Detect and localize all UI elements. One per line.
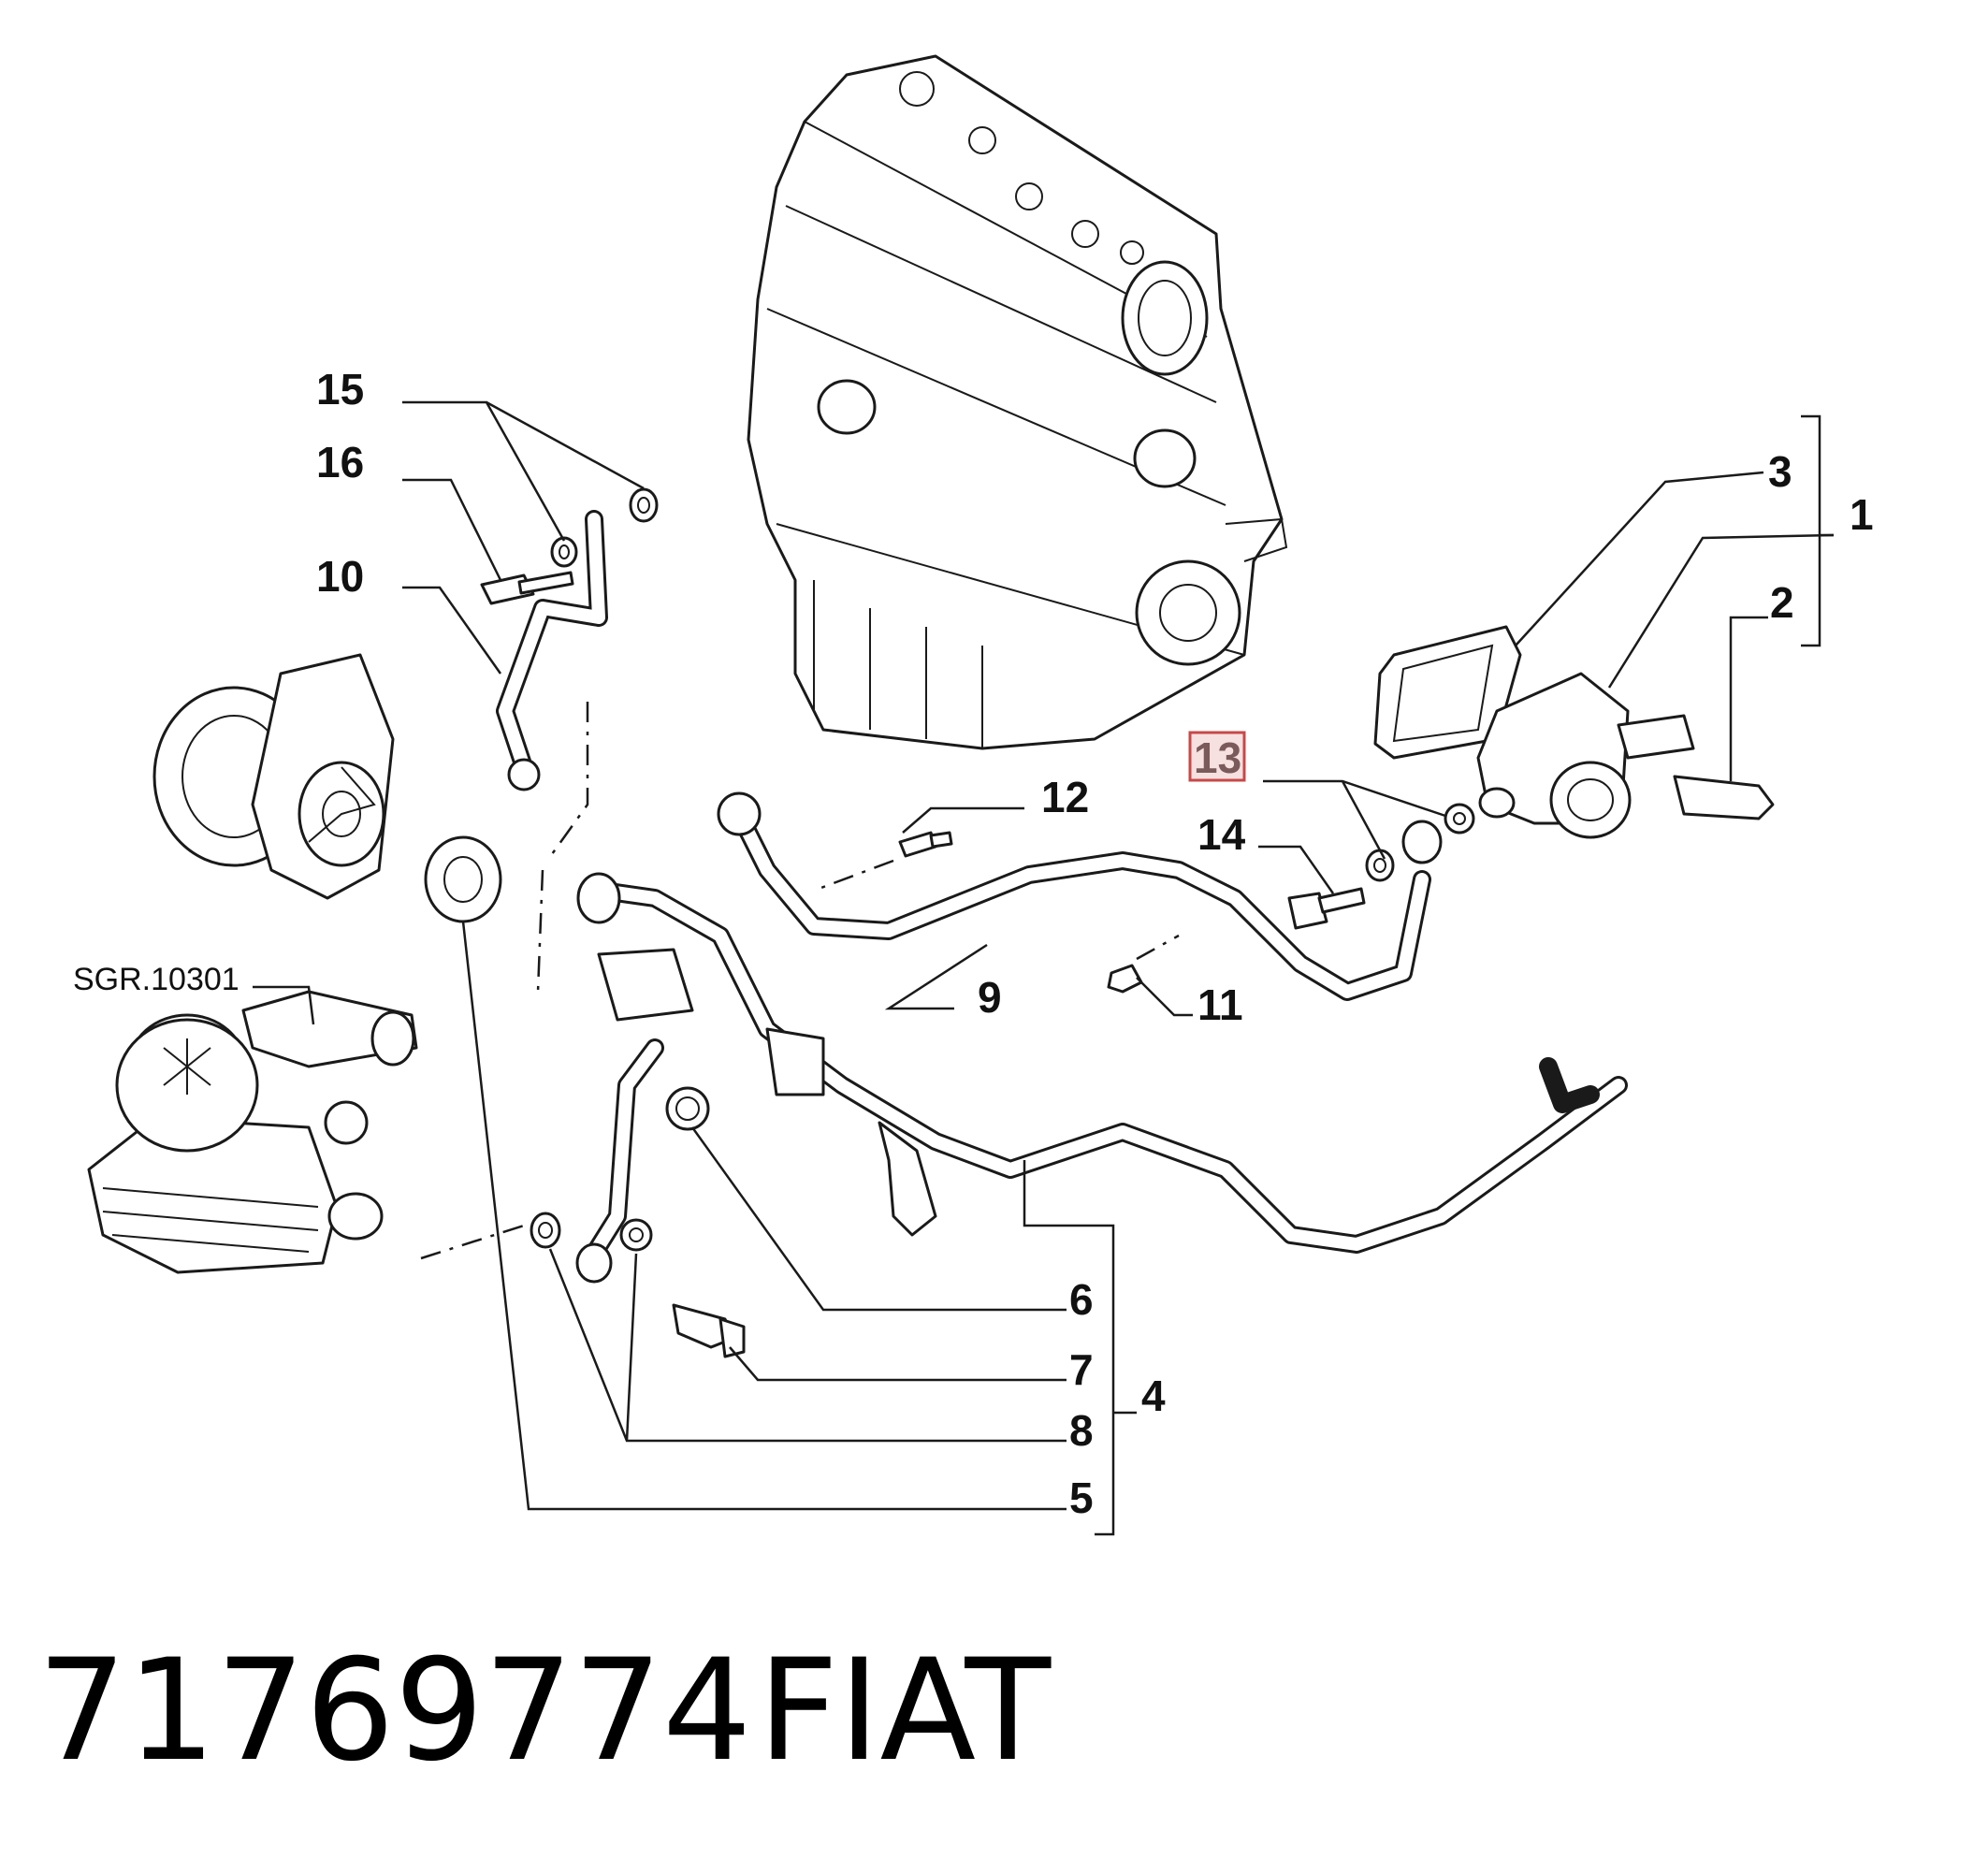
part-caption: 71769774 FIAT [37,1630,1052,1793]
callout-1: 1 [1850,490,1874,539]
temperature-sensor [1673,775,1775,820]
brand-name: FIAT [758,1630,1052,1793]
callout-16: 16 [316,438,364,486]
assembly-lines [420,702,1180,1260]
callout-12: 12 [1041,773,1089,821]
fasteners-illustration [424,487,1475,1358]
callout-11: 11 [1197,980,1243,1029]
callout-labels: 1 2 3 4 5 6 7 8 9 10 11 12 13 14 15 16 S… [73,365,1874,1522]
engine-block-illustration [747,54,1288,750]
callout-5: 5 [1069,1473,1094,1522]
callout-10: 10 [316,552,364,601]
callout-2: 2 [1770,578,1794,627]
thermostat-housing-illustration [1373,625,1775,839]
callout-13: 13 [1194,733,1241,782]
leader-lines [253,400,1835,1536]
callout-14: 14 [1197,810,1246,859]
part-number: 71769774 [37,1630,751,1793]
callout-15: 15 [316,365,364,414]
callout-7: 7 [1069,1345,1094,1394]
water-pump-illustration [152,653,395,900]
callout-6: 6 [1069,1275,1094,1324]
reference-label-sgr: SGR.10301 [73,962,239,997]
callout-4: 4 [1141,1372,1166,1420]
callout-3: 3 [1768,447,1792,496]
callout-8: 8 [1069,1406,1094,1455]
coolant-pipes-illustration [496,510,1628,1284]
gasket-outline [1373,625,1522,760]
callout-9: 9 [978,973,1002,1022]
callout-13-highlight [1188,731,1246,782]
oil-filter-housing-illustration [87,990,418,1274]
